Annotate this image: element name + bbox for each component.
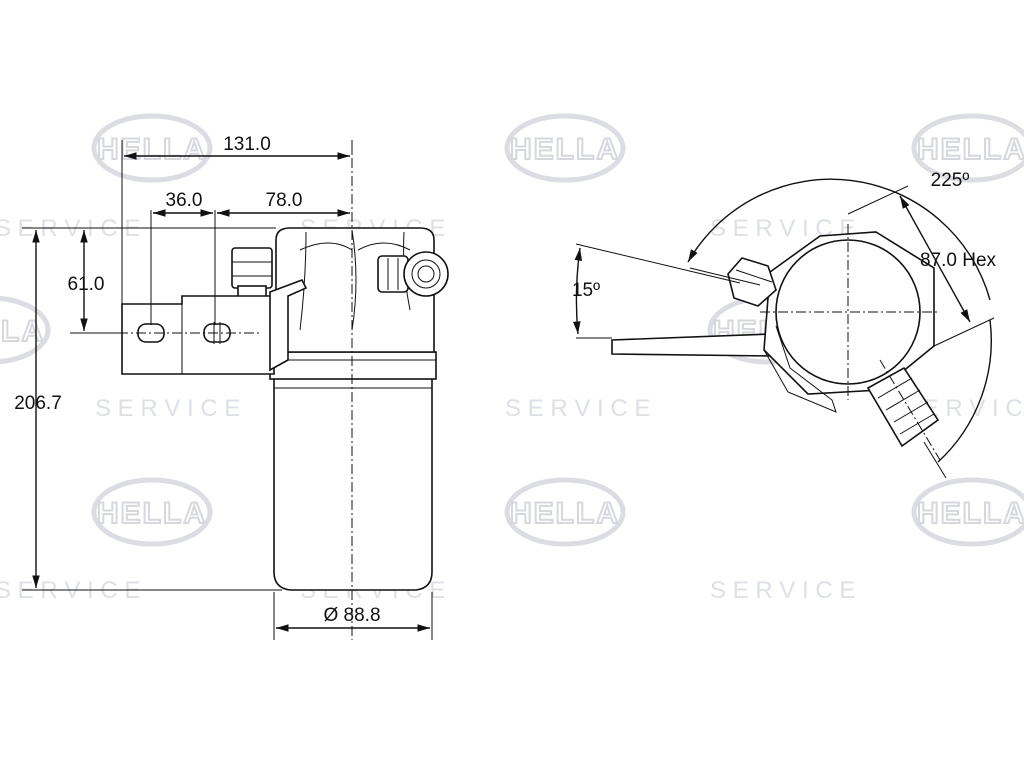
svg-text:HELLA: HELLA — [917, 497, 1024, 530]
dim-bracket-height: 61.0 — [68, 227, 276, 334]
svg-text:78.0: 78.0 — [266, 190, 303, 211]
watermark-logo: HELLA — [91, 477, 213, 547]
outlet-fitting — [377, 251, 449, 297]
dim-width-total: 131.0 — [121, 134, 353, 304]
receiver-body — [273, 377, 433, 591]
svg-text:HELLA: HELLA — [0, 315, 45, 348]
dim-overall-height: 206.7 — [14, 227, 282, 591]
svg-text:225º: 225º — [931, 170, 970, 191]
svg-text:15º: 15º — [572, 280, 600, 301]
top-inlet-fitting — [727, 257, 777, 307]
svg-text:36.0: 36.0 — [166, 190, 203, 211]
dim-bracket-offset: 78.0 — [217, 190, 350, 217]
watermark-logo: HELLA — [504, 113, 626, 183]
dim-hex: 87.0 Hex — [847, 185, 997, 347]
inlet-fitting — [231, 247, 273, 301]
svg-text:61.0: 61.0 — [68, 274, 105, 295]
svg-text:HELLA: HELLA — [97, 133, 207, 166]
svg-text:87.0 Hex: 87.0 Hex — [920, 250, 997, 271]
body-collar — [269, 351, 437, 380]
dim-angle-bracket: 15º — [572, 243, 741, 339]
watermark-logo: HELLA — [911, 477, 1024, 547]
watermark-service-text: S E R V I C E — [95, 395, 240, 422]
svg-text:HELLA: HELLA — [97, 497, 207, 530]
top-bracket — [611, 333, 775, 357]
svg-text:Ø 88.8: Ø 88.8 — [323, 605, 380, 626]
side-view: 131.0 36.0 78.0 61.0 206.7 — [14, 134, 449, 640]
dim-diameter: Ø 88.8 — [273, 592, 433, 640]
mounting-bracket — [121, 278, 308, 375]
watermark-logo: HELLA — [911, 113, 1024, 183]
watermark-service-text: S E R V I C E — [710, 577, 855, 604]
watermark-logo: HELLA — [504, 477, 626, 547]
watermark-logo: HELLA — [0, 295, 51, 365]
svg-text:HELLA: HELLA — [510, 133, 620, 166]
top-outlet-fitting — [866, 366, 940, 448]
top-view: 225º 87.0 Hex 15º — [572, 170, 997, 479]
svg-text:131.0: 131.0 — [223, 134, 271, 155]
watermark-service-text: S E R V I C E — [505, 395, 650, 422]
svg-text:206.7: 206.7 — [14, 393, 62, 414]
svg-text:HELLA: HELLA — [917, 133, 1024, 166]
dim-bracket-slot: 36.0 — [150, 190, 216, 325]
svg-text:HELLA: HELLA — [510, 497, 620, 530]
watermark-logo: HELLA — [91, 113, 213, 183]
